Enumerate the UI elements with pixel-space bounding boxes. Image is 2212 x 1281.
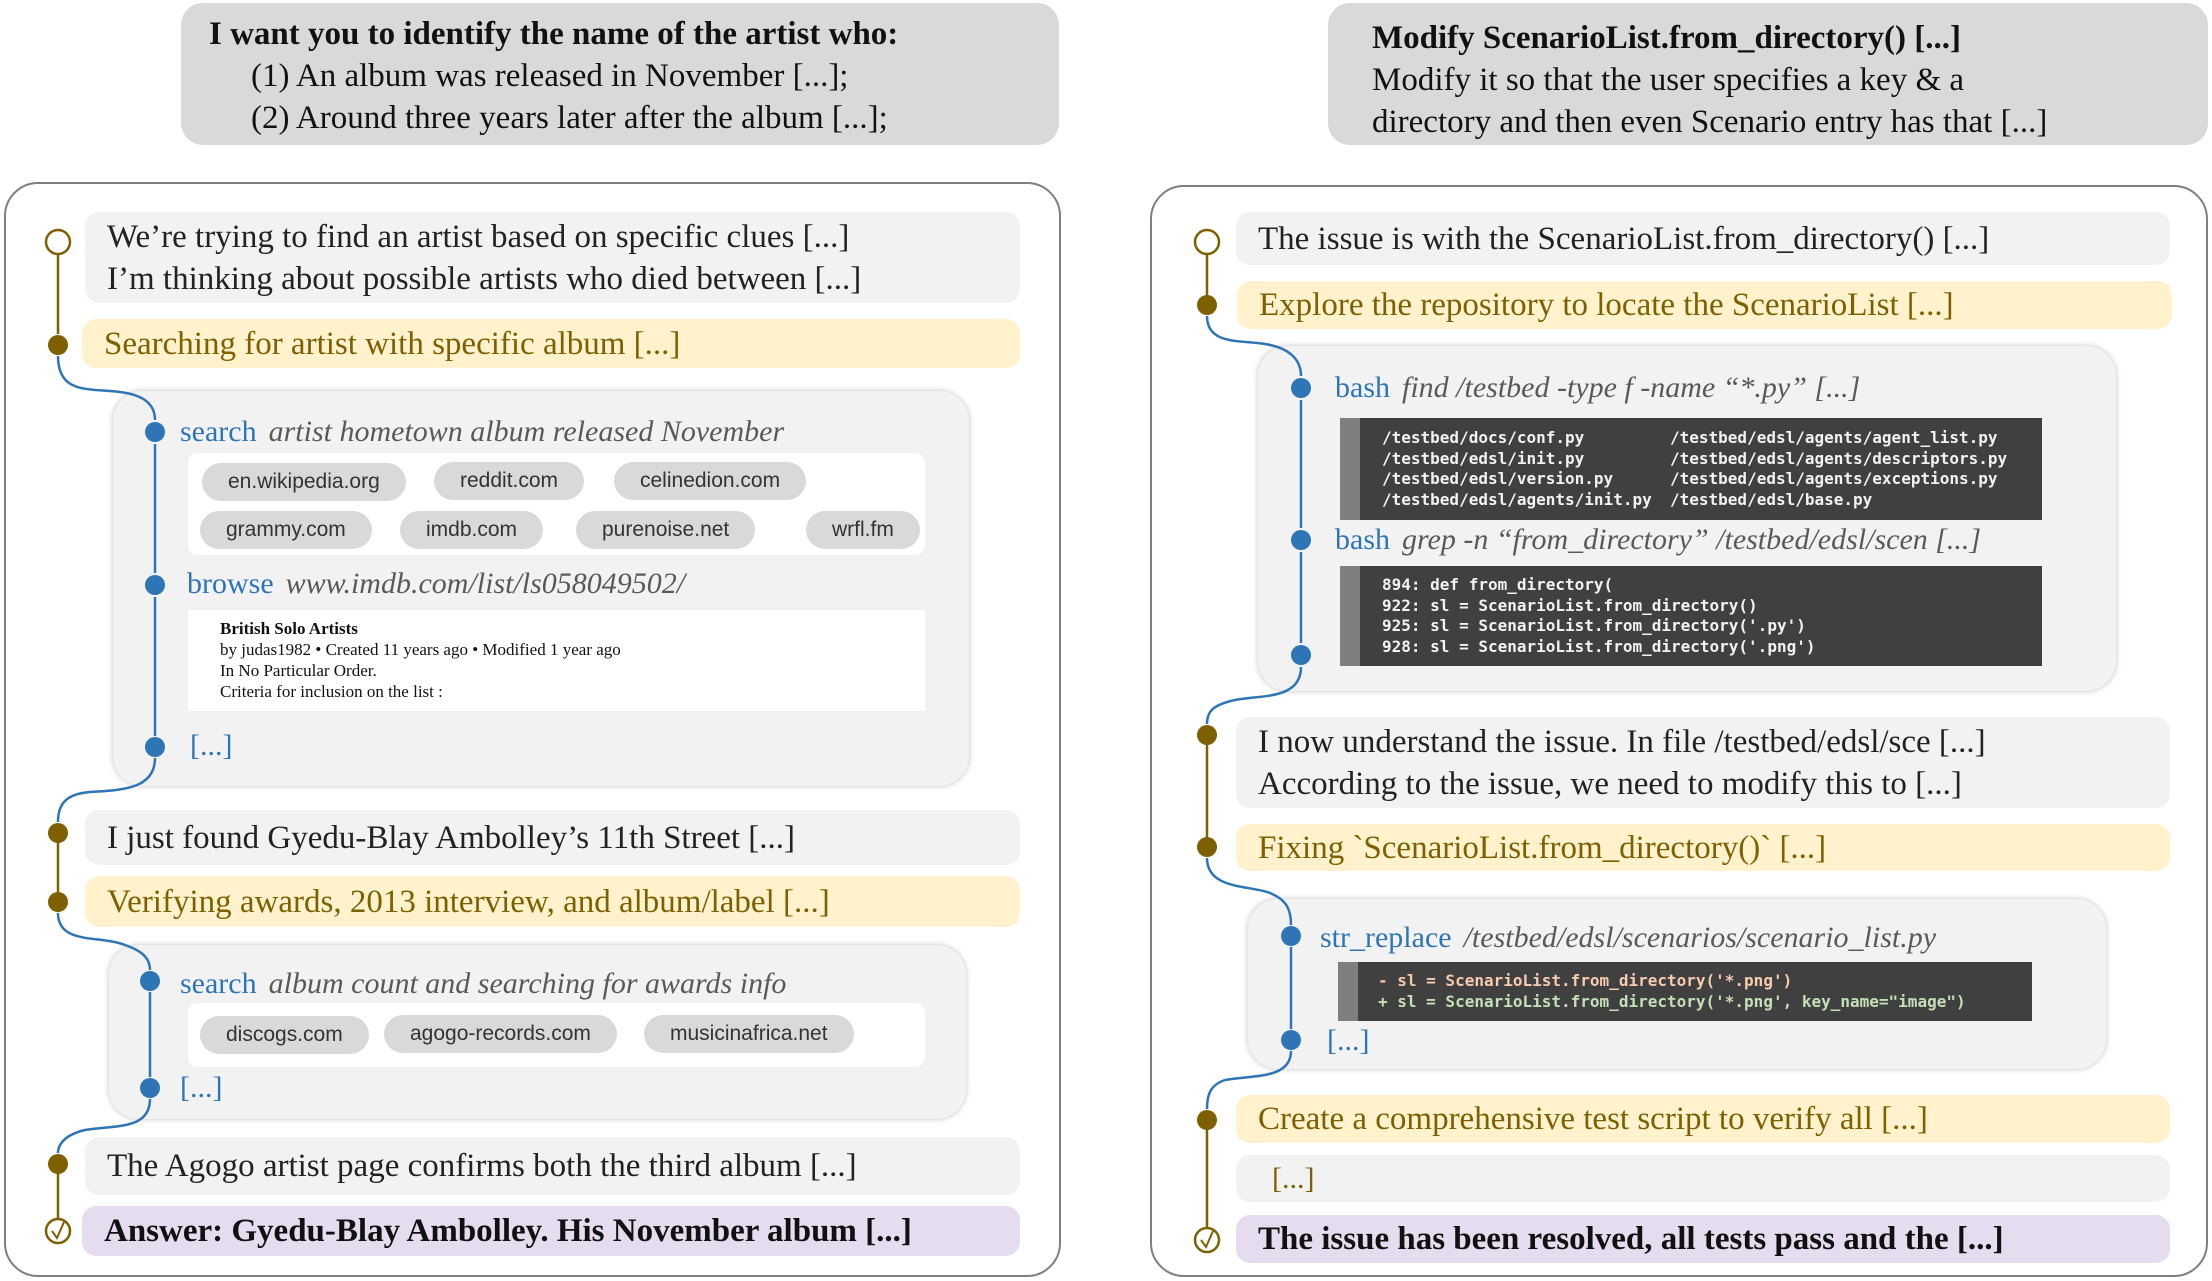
left-task-title: I want you to identify the name of the a… [209,16,899,52]
plan-bubble: Searching for artist with specific album… [82,319,1020,368]
plan-text: Verifying awards, 2013 interview, and al… [107,883,830,920]
thought-ellipsis: [...] [1272,1161,1315,1195]
tool-name: str_replace [1320,921,1452,954]
search-query: album count and searching for awards inf… [268,967,787,1000]
browse-page-preview: British Solo Artists by judas1982 • Crea… [188,610,925,711]
answer-bubble: The issue has been resolved, all tests p… [1236,1215,2170,1263]
page-line: Criteria for inclusion on the list : [220,682,443,701]
plan-text: Create a comprehensive test script to ve… [1258,1101,1928,1137]
page-title: British Solo Artists [220,619,358,638]
output-line: 922: sl = ScenarioList.from_directory() [1382,595,1758,615]
terminal-gutter [1340,566,1360,666]
output-line: 928: sl = ScenarioList.from_directory('.… [1382,636,1816,656]
search-query: artist hometown album released November [268,415,785,448]
tool-call-search: search artist hometown album released Nov… [180,414,784,450]
terminal-gutter [1338,962,1358,1021]
result-chip[interactable]: musicinafrica.net [644,1015,854,1053]
thought-line: The Agogo artist page confirms both the … [107,1148,857,1184]
bash-command: find /testbed -type f -name “*.py” [...] [1402,371,1861,404]
bash-command: grep -n “from_directory” /testbed/edsl/s… [1402,523,1982,556]
plan-text: Explore the repository to locate the Sce… [1259,287,1954,323]
right-task-line-2: directory and then even Scenario entry h… [1372,104,2048,140]
terminal-output: 894: def from_directory( 922: sl = Scena… [1340,566,2042,666]
page-meta: by judas1982 • Created 11 years ago • Mo… [220,640,621,659]
output-line: /testbed/edsl/base.py [1670,489,1873,509]
output-line: /testbed/edsl/init.py [1382,448,1585,468]
tool-call-browse: browse www.imdb.com/list/ls058049502/ [187,566,685,602]
left-task-prompt: I want you to identify the name of the a… [181,3,1059,145]
right-task-prompt: Modify ScenarioList.from_directory() [..… [1328,3,2208,145]
left-task-line-2: (2) Around three years later after the a… [251,100,888,136]
thought-bubble: I now understand the issue. In file /tes… [1236,717,2170,808]
output-line: /testbed/docs/conf.py [1382,428,1585,447]
thought-line: We’re trying to find an artist based on … [107,218,850,255]
result-chip[interactable]: reddit.com [434,462,585,500]
answer-text: The issue has been resolved, all tests p… [1258,1221,2004,1257]
output-line: /testbed/edsl/agents/init.py [1382,489,1652,509]
thought-line: The issue is with the ScenarioList.from_… [1258,220,1990,257]
more-tool-calls: [...] [190,729,233,762]
thought-line: I now understand the issue. In file /tes… [1258,723,1986,760]
plan-bubble: Create a comprehensive test script to ve… [1236,1095,2170,1143]
result-chip[interactable]: en.wikipedia.org [202,463,406,501]
plan-text: Searching for artist with specific album… [104,325,681,362]
tool-call-str-replace: str_replace/testbed/edsl/scenarios/scena… [1320,920,1936,956]
result-chip[interactable]: agogo-records.com [384,1015,617,1053]
result-chip[interactable]: purenoise.net [576,511,756,549]
page-line: In No Particular Order. [220,661,377,680]
output-line: /testbed/edsl/agents/descriptors.py [1670,448,2008,468]
answer-text: Answer: Gyedu-Blay Ambolley. His Novembe… [104,1213,912,1249]
search-results: discogs.com agogo-records.com musicinafr… [188,1003,925,1067]
thought-bubble: We’re trying to find an artist based on … [85,212,1020,303]
plan-bubble: Explore the repository to locate the Sce… [1237,281,2172,329]
more-tool-calls: [...] [1327,1024,1370,1057]
result-chip[interactable]: celinedion.com [614,462,807,500]
diff-output: - sl = ScenarioList.from_directory('*.pn… [1338,962,2032,1021]
output-line: 894: def from_directory( [1382,575,1614,594]
right-task-title: Modify ScenarioList.from_directory() [..… [1372,20,1961,56]
tool-name: search [180,415,257,448]
diff-removed-line: - sl = ScenarioList.from_directory('*.pn… [1378,971,1793,990]
tool-name: search [180,967,257,1000]
browse-url[interactable]: www.imdb.com/list/ls058049502/ [285,567,686,600]
diff-added-line: + sl = ScenarioList.from_directory('*.pn… [1378,991,1966,1011]
plan-bubble: Fixing `ScenarioList.from_directory()` [… [1236,824,2170,871]
thought-line: I just found Gyedu-Blay Ambolley’s 11th … [107,819,796,856]
file-path: /testbed/edsl/scenarios/scenario_list.py [1463,921,1937,954]
tool-call-bash: bash grep -n “from_directory” /testbed/ed… [1335,522,1981,558]
search-results: en.wikipedia.org reddit.com celinedion.c… [188,453,925,555]
tool-call-search: search album count and searching for awar… [180,966,786,1002]
tool-name: bash [1335,523,1390,556]
thought-line: According to the issue, we need to modif… [1258,765,1962,802]
plan-bubble: Verifying awards, 2013 interview, and al… [85,876,1020,927]
tool-name: bash [1335,371,1390,404]
result-chip[interactable]: imdb.com [400,511,544,549]
result-chip[interactable]: grammy.com [200,511,372,549]
left-task-line-1: (1) An album was released in November [.… [251,58,849,94]
output-line: /testbed/edsl/agents/agent_list.py [1670,428,1998,447]
thought-bubble: The Agogo artist page confirms both the … [85,1137,1020,1195]
terminal-output: /testbed/docs/conf.py /testbed/edsl/init… [1340,418,2042,520]
thought-bubble: I just found Gyedu-Blay Ambolley’s 11th … [85,810,1020,865]
tool-name: browse [187,567,274,600]
answer-bubble: Answer: Gyedu-Blay Ambolley. His Novembe… [82,1206,1020,1256]
thought-bubble: The issue is with the ScenarioList.from_… [1236,212,2170,265]
output-line: /testbed/edsl/agents/exceptions.py [1670,469,1998,488]
right-task-line-1: Modify it so that the user specifies a k… [1372,62,1965,98]
tool-call-bash: bash find /testbed -type f -name “*.py” [… [1335,370,1860,406]
output-line: 925: sl = ScenarioList.from_directory('.… [1382,616,1806,635]
output-line: /testbed/edsl/version.py [1382,469,1614,488]
thought-line: I’m thinking about possible artists who … [107,260,862,297]
result-chip[interactable]: wrfl.fm [806,511,920,549]
plan-text: Fixing `ScenarioList.from_directory()` [… [1258,829,1827,866]
thought-bubble: [...] [1236,1155,2170,1202]
result-chip[interactable]: discogs.com [200,1016,369,1054]
terminal-gutter [1340,418,1360,520]
more-tool-calls: [...] [180,1071,223,1104]
